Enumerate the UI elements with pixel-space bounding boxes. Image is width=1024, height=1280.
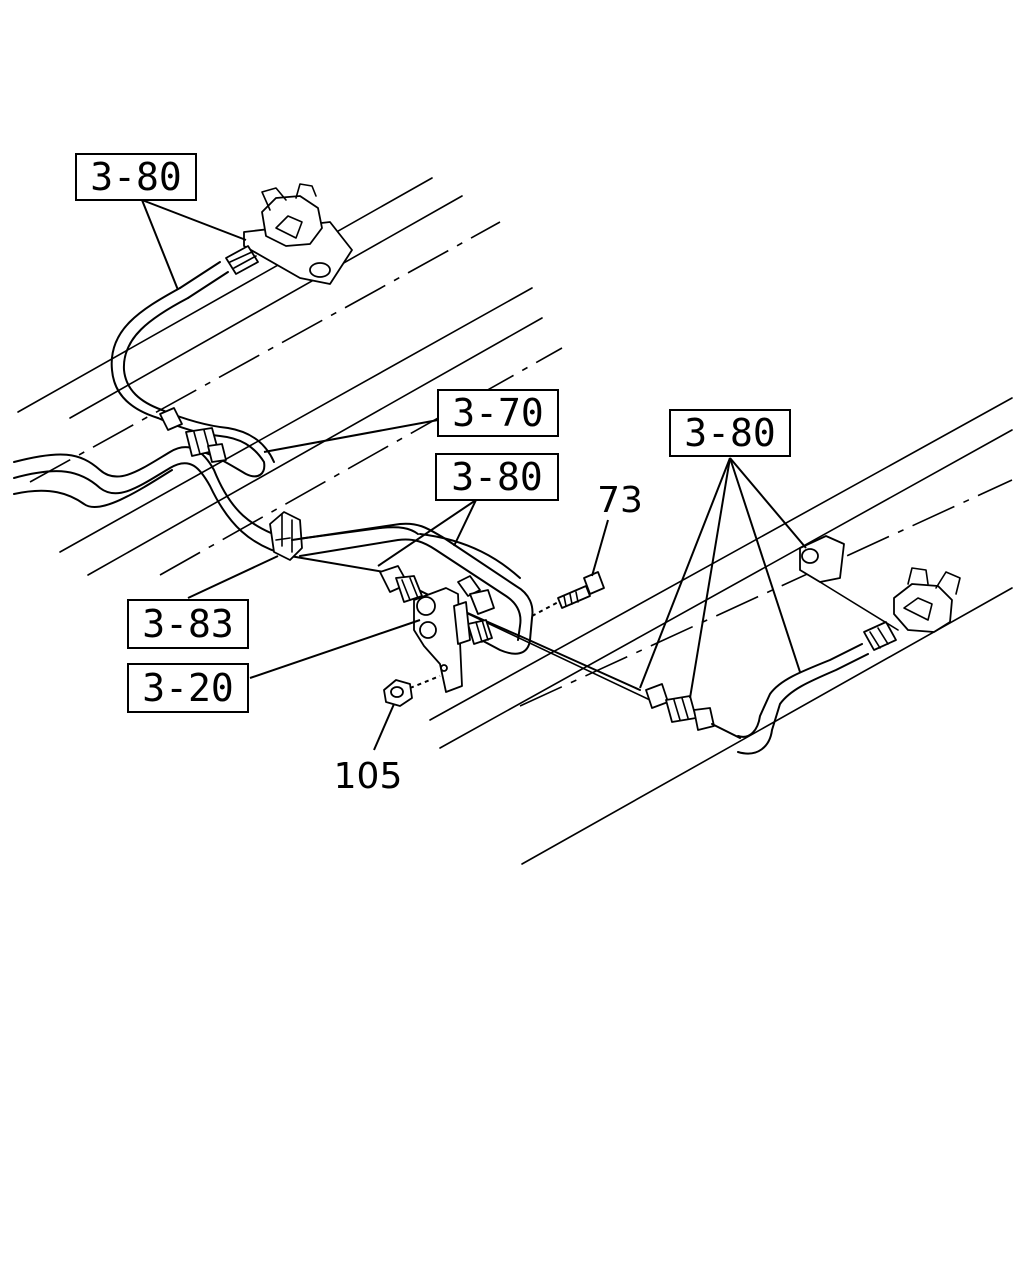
callout-label: 3-80 [684, 411, 776, 455]
callout-box-3-70: 3-70 [437, 389, 559, 437]
brake-pipes-left [13, 407, 419, 573]
callout-label: 3-80 [451, 455, 543, 499]
callout-box-3-83: 3-83 [127, 599, 249, 649]
callout-box-3-80-middle: 3-80 [435, 453, 559, 501]
upper-left-hose-assembly [110, 183, 353, 419]
part-number-bolt: 73 [597, 480, 643, 521]
frame-rails [17, 177, 1013, 865]
callout-label: 3-20 [142, 666, 234, 710]
callout-label: 3-70 [452, 391, 544, 435]
distribution-block-assembly [291, 522, 651, 701]
callout-box-3-20: 3-20 [127, 663, 249, 713]
callout-label: 3-80 [90, 155, 182, 199]
callout-box-3-80-top-left: 3-80 [75, 153, 197, 201]
pipe-clip [269, 511, 303, 561]
right-hose-assembly [645, 535, 961, 755]
part-number-nut: 105 [334, 756, 403, 797]
leader-lines [141, 199, 807, 751]
callout-box-3-80-right: 3-80 [669, 409, 791, 457]
bolt-73 [531, 571, 605, 617]
nut-105 [383, 675, 441, 707]
callout-label: 3-83 [142, 602, 234, 646]
